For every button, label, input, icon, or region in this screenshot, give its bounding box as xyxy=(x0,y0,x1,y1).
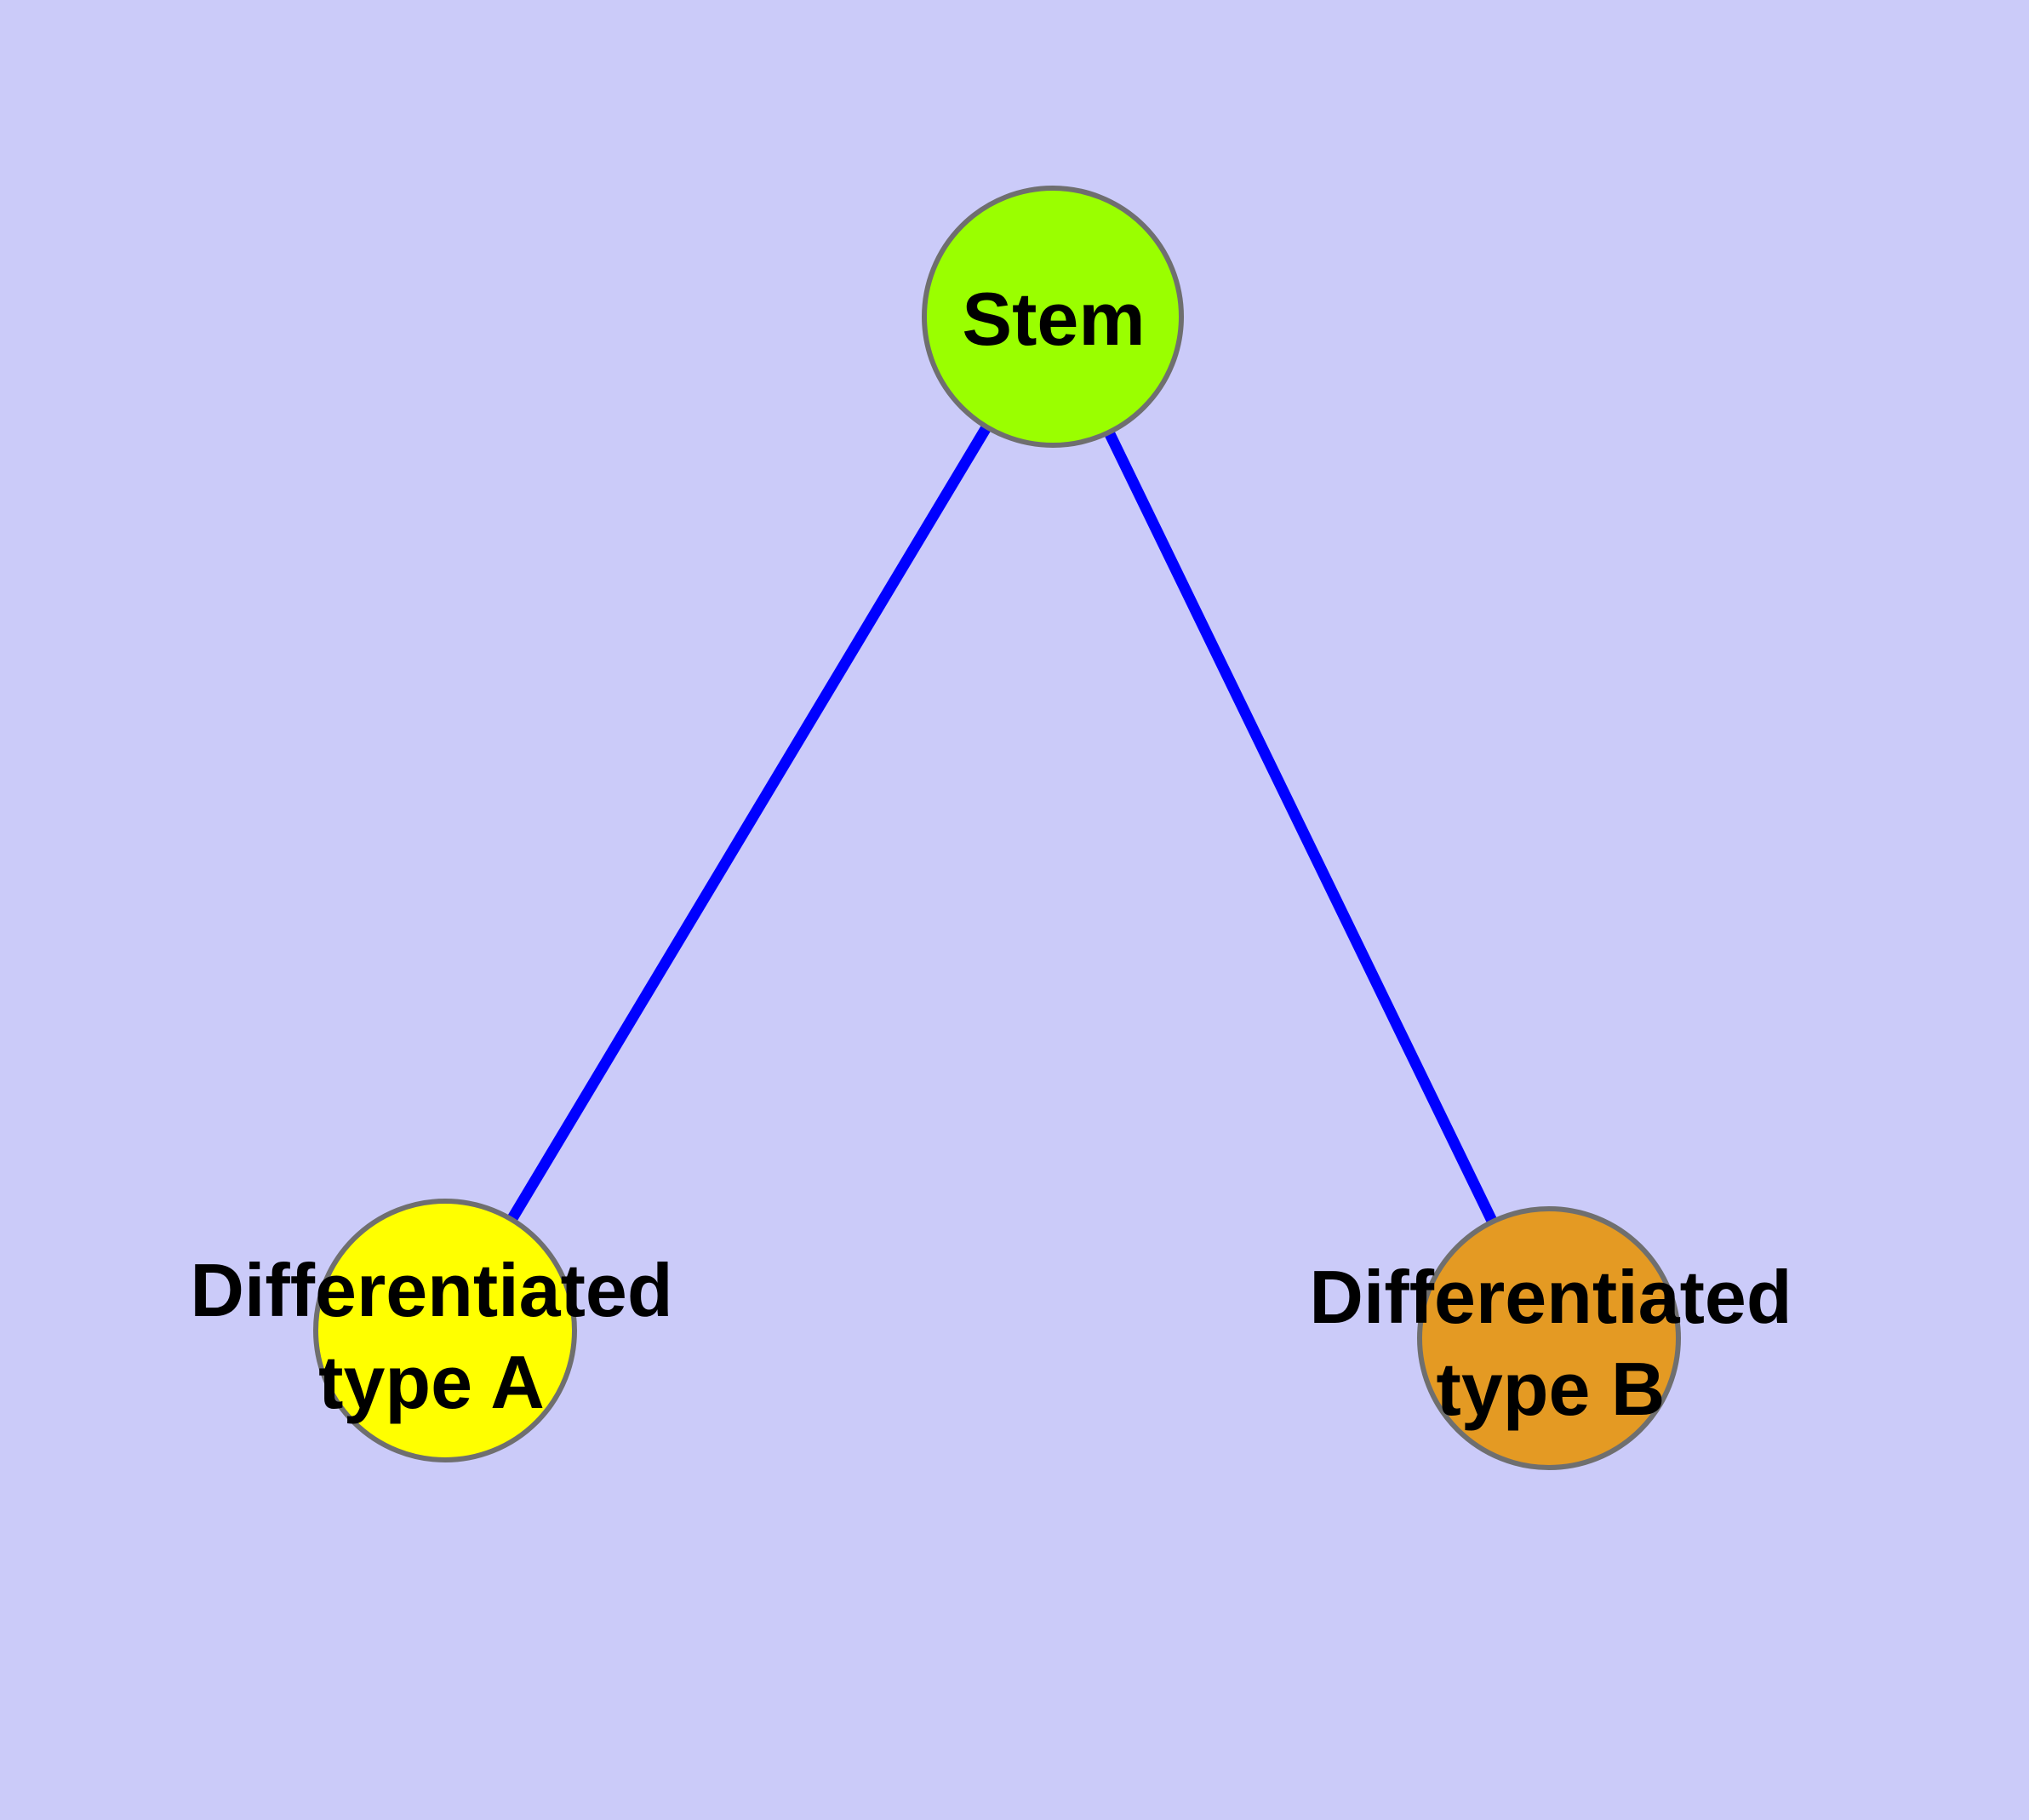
node-stem-circle xyxy=(922,186,1184,448)
node-type-a-circle xyxy=(313,1199,577,1462)
node-type-a-label-line1: Differentiated xyxy=(190,1248,673,1332)
edge-stem-to-type-b xyxy=(1048,314,1554,1341)
node-type-a-label: Differentiated type A xyxy=(190,1245,672,1428)
node-type-b-label: Differentiated type B xyxy=(1309,1251,1792,1435)
edge-stem-to-type-a xyxy=(440,313,1058,1334)
node-type-b-label-line2: type B xyxy=(1436,1347,1666,1431)
node-type-b-label-line1: Differentiated xyxy=(1309,1255,1792,1339)
node-type-a-label-line2: type A xyxy=(318,1340,545,1424)
node-type-b-circle xyxy=(1417,1206,1681,1470)
node-stem-label: Stem xyxy=(962,273,1145,365)
node-stem-label-text: Stem xyxy=(962,277,1146,361)
